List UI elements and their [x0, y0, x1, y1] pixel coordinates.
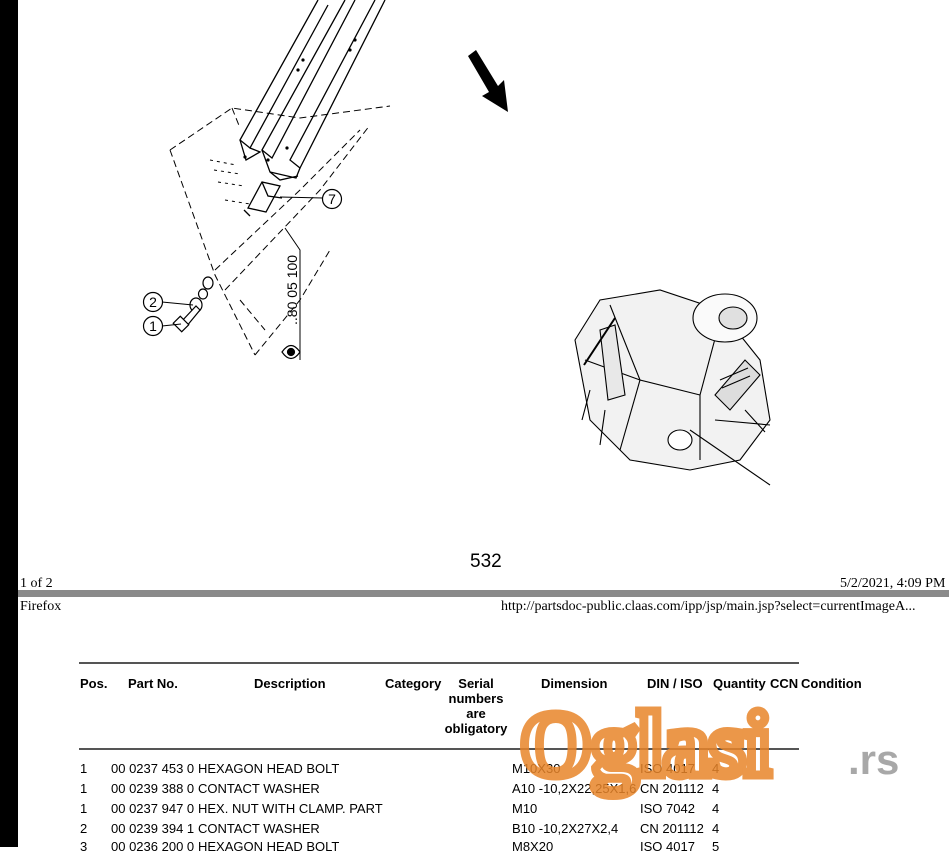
row-quantity: 4: [712, 761, 720, 776]
row-quantity: 4: [712, 781, 720, 796]
row-part-no: 00 0237 947 0: [111, 801, 195, 816]
drawing-page-number: 532: [470, 551, 502, 572]
row-din-iso: CN 201112: [640, 781, 704, 796]
row-pos: 1: [80, 801, 88, 816]
watermark-tld: .rs: [848, 736, 899, 783]
header-quantity: Quantity: [713, 676, 766, 691]
row-din-iso: CN 201112: [640, 821, 704, 836]
parts-drawing: 2 1 7 ..80 05 100: [142, 0, 771, 486]
row-pos: 2: [80, 821, 88, 836]
header-description: Description: [254, 676, 326, 691]
header-part-no: Part No.: [128, 676, 178, 691]
page-separator: [18, 590, 949, 597]
header-pos: Pos.: [80, 676, 108, 691]
row-quantity: 4: [712, 801, 720, 816]
table-header-rule: [79, 748, 799, 750]
row-dimension: B10 -10,2X27X2,4: [512, 821, 619, 836]
figure-code: ..80 05 100: [284, 255, 300, 325]
print-page-count: 1 of 2: [20, 576, 53, 591]
callout-1-label: 1: [149, 318, 157, 334]
row-description: CONTACT WASHER: [198, 781, 320, 796]
row-quantity: 4: [712, 821, 720, 836]
watermark-brand: Oglasi: [520, 693, 770, 795]
callout-1: [142, 315, 164, 337]
row-pos: 1: [80, 761, 88, 776]
row-part-no: 00 0237 453 0: [111, 761, 195, 776]
row-dimension: A10 -10,2X22,25X1,6: [512, 781, 637, 796]
eye-icon: [281, 344, 301, 360]
row-description: CONTACT WASHER: [198, 821, 320, 836]
print-browser-name: Firefox: [20, 599, 62, 614]
row-din-iso: ISO 4017: [640, 761, 695, 776]
callout-7: [321, 188, 343, 210]
row-pos: 1: [80, 781, 88, 796]
callout-7-label: 7: [328, 191, 336, 207]
callout-2: [142, 291, 164, 313]
direction-arrow-icon: [468, 50, 508, 112]
viewer-left-bar: [0, 0, 18, 847]
oglasi-watermark-logo: Oglasi .rs: [516, 690, 900, 800]
callout-2-label: 2: [149, 294, 157, 310]
row-part-no: 00 0239 394 1: [111, 821, 195, 836]
table-top-rule: [79, 662, 799, 664]
header-ccn: CCN: [770, 676, 799, 691]
header-dimension: Dimension: [541, 676, 608, 691]
print-date: 5/2/2021, 4:09 PM: [840, 576, 946, 591]
print-url: http://partsdoc-public.claas.com/ipp/jsp…: [501, 599, 916, 614]
row-description: HEXAGON HEAD BOLT: [198, 761, 340, 776]
row-dimension: M10X30: [512, 761, 561, 776]
row-dimension: M10: [512, 801, 538, 816]
machine-thumbnail: [574, 289, 771, 486]
row-part-no: 00 0239 388 0: [111, 781, 195, 796]
header-din-iso: DIN / ISO: [647, 676, 703, 691]
header-condition: Condition: [801, 676, 862, 691]
row-din-iso: ISO 7042: [640, 801, 695, 816]
header-category: Category: [385, 676, 442, 691]
row-description: HEX. NUT WITH CLAMP. PART: [198, 801, 383, 816]
